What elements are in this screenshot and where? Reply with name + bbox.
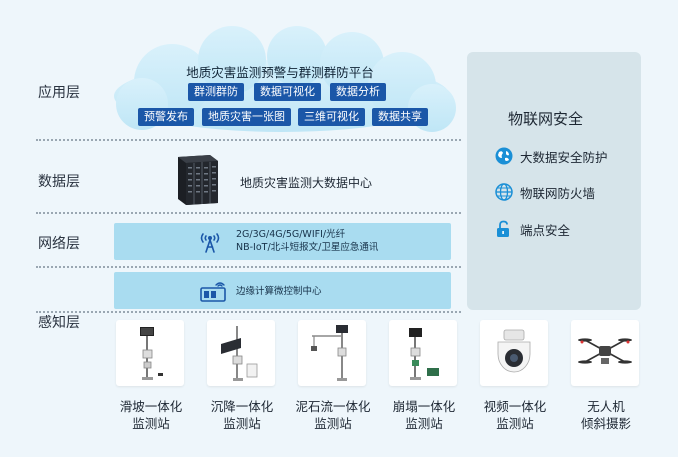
platform-title: 地质灾害监测预警与群测群防平台 (186, 65, 374, 80)
chip-data-visualization: 数据可视化 (254, 83, 321, 101)
station-image-box (298, 320, 366, 386)
station-label-line1: 滑坡一体化 (119, 399, 183, 414)
landslide-station-icon (140, 327, 163, 380)
server-rack-icon (178, 155, 218, 205)
debris-flow-station-icon (311, 325, 348, 381)
security-panel (467, 52, 641, 310)
chip-data-analysis: 数据分析 (330, 83, 386, 101)
security-item-label: 大数据安全防护 (520, 149, 608, 165)
station-label: 沉降一体化 监测站 (197, 398, 287, 432)
globe-icon (495, 147, 513, 165)
station-image-box (207, 320, 275, 386)
station-label-line2: 监测站 (223, 416, 261, 431)
station-drone: 无人机 倾斜摄影 (571, 320, 641, 432)
divider-data-network (36, 212, 461, 214)
signal-tower-icon (200, 233, 220, 253)
station-label: 滑坡一体化 监测站 (106, 398, 196, 432)
network-globe-icon (495, 183, 513, 201)
station-label-line2: 倾斜摄影 (580, 416, 631, 431)
station-landslide: 滑坡一体化 监测站 (116, 320, 186, 432)
station-label: 泥石流一体化 监测站 (288, 398, 378, 432)
security-item-label: 物联网防火墙 (520, 185, 596, 201)
station-label-line1: 沉降一体化 (210, 399, 274, 414)
collapse-station-icon (409, 328, 439, 380)
drone-icon (578, 338, 632, 364)
network-line-2: NB-IoT/北斗短报文/卫星应急通讯 (236, 242, 379, 253)
station-image-box (480, 320, 548, 386)
chip-data-sharing: 数据共享 (372, 108, 428, 126)
security-item-firewall: 物联网防火墙 (494, 182, 595, 202)
edge-controller-icon (200, 282, 226, 302)
station-label: 无人机 倾斜摄影 (561, 398, 651, 432)
station-label-line1: 崩塌一体化 (392, 399, 456, 414)
network-line-1: 2G/3G/4G/5G/WIFI/光纤 (236, 229, 346, 240)
edge-label: 边缘计算微控制中心 (236, 286, 322, 297)
station-image-box (571, 320, 639, 386)
station-image-box (116, 320, 184, 386)
station-label-line1: 视频一体化 (483, 399, 547, 414)
station-settlement: 沉降一体化 监测站 (207, 320, 277, 432)
station-image-box (389, 320, 457, 386)
chip-3d-visualization: 三维可视化 (298, 108, 365, 126)
unlock-icon (497, 220, 509, 237)
chip-hazard-map: 地质灾害一张图 (202, 108, 291, 126)
chip-warning-release: 预警发布 (138, 108, 194, 126)
station-collapse: 崩塌一体化 监测站 (389, 320, 459, 432)
station-label: 崩塌一体化 监测站 (379, 398, 469, 432)
station-label-line1: 泥石流一体化 (295, 399, 371, 414)
station-label-line2: 监测站 (405, 416, 443, 431)
network-band (114, 223, 451, 260)
station-label-line2: 监测站 (314, 416, 352, 431)
layer-label-data: 数据层 (38, 174, 80, 190)
station-label-line2: 监测站 (496, 416, 534, 431)
chip-group-monitoring: 群测群防 (188, 83, 244, 101)
security-item-label: 端点安全 (520, 222, 571, 238)
security-item-endpoint: 端点安全 (494, 219, 570, 239)
layer-label-network: 网络层 (38, 236, 80, 252)
divider-network-edge (36, 266, 461, 268)
layer-label-perception: 感知层 (38, 315, 80, 331)
divider-app-data (36, 139, 461, 141)
station-label-line2: 监测站 (132, 416, 170, 431)
security-item-bigdata: 大数据安全防护 (494, 146, 608, 166)
settlement-station-icon (221, 326, 258, 381)
station-debris-flow: 泥石流一体化 监测站 (295, 320, 371, 432)
station-label-line1: 无人机 (587, 399, 625, 414)
security-title: 物联网安全 (508, 110, 584, 128)
station-video: 视频一体化 监测站 (480, 320, 550, 432)
dome-camera-icon (497, 329, 531, 373)
data-center-label: 地质灾害监测大数据中心 (240, 176, 373, 190)
edge-band (114, 272, 451, 309)
station-label: 视频一体化 监测站 (470, 398, 560, 432)
layer-label-app: 应用层 (38, 85, 80, 101)
divider-edge-perception (36, 311, 461, 313)
cloud-shape (114, 26, 456, 132)
